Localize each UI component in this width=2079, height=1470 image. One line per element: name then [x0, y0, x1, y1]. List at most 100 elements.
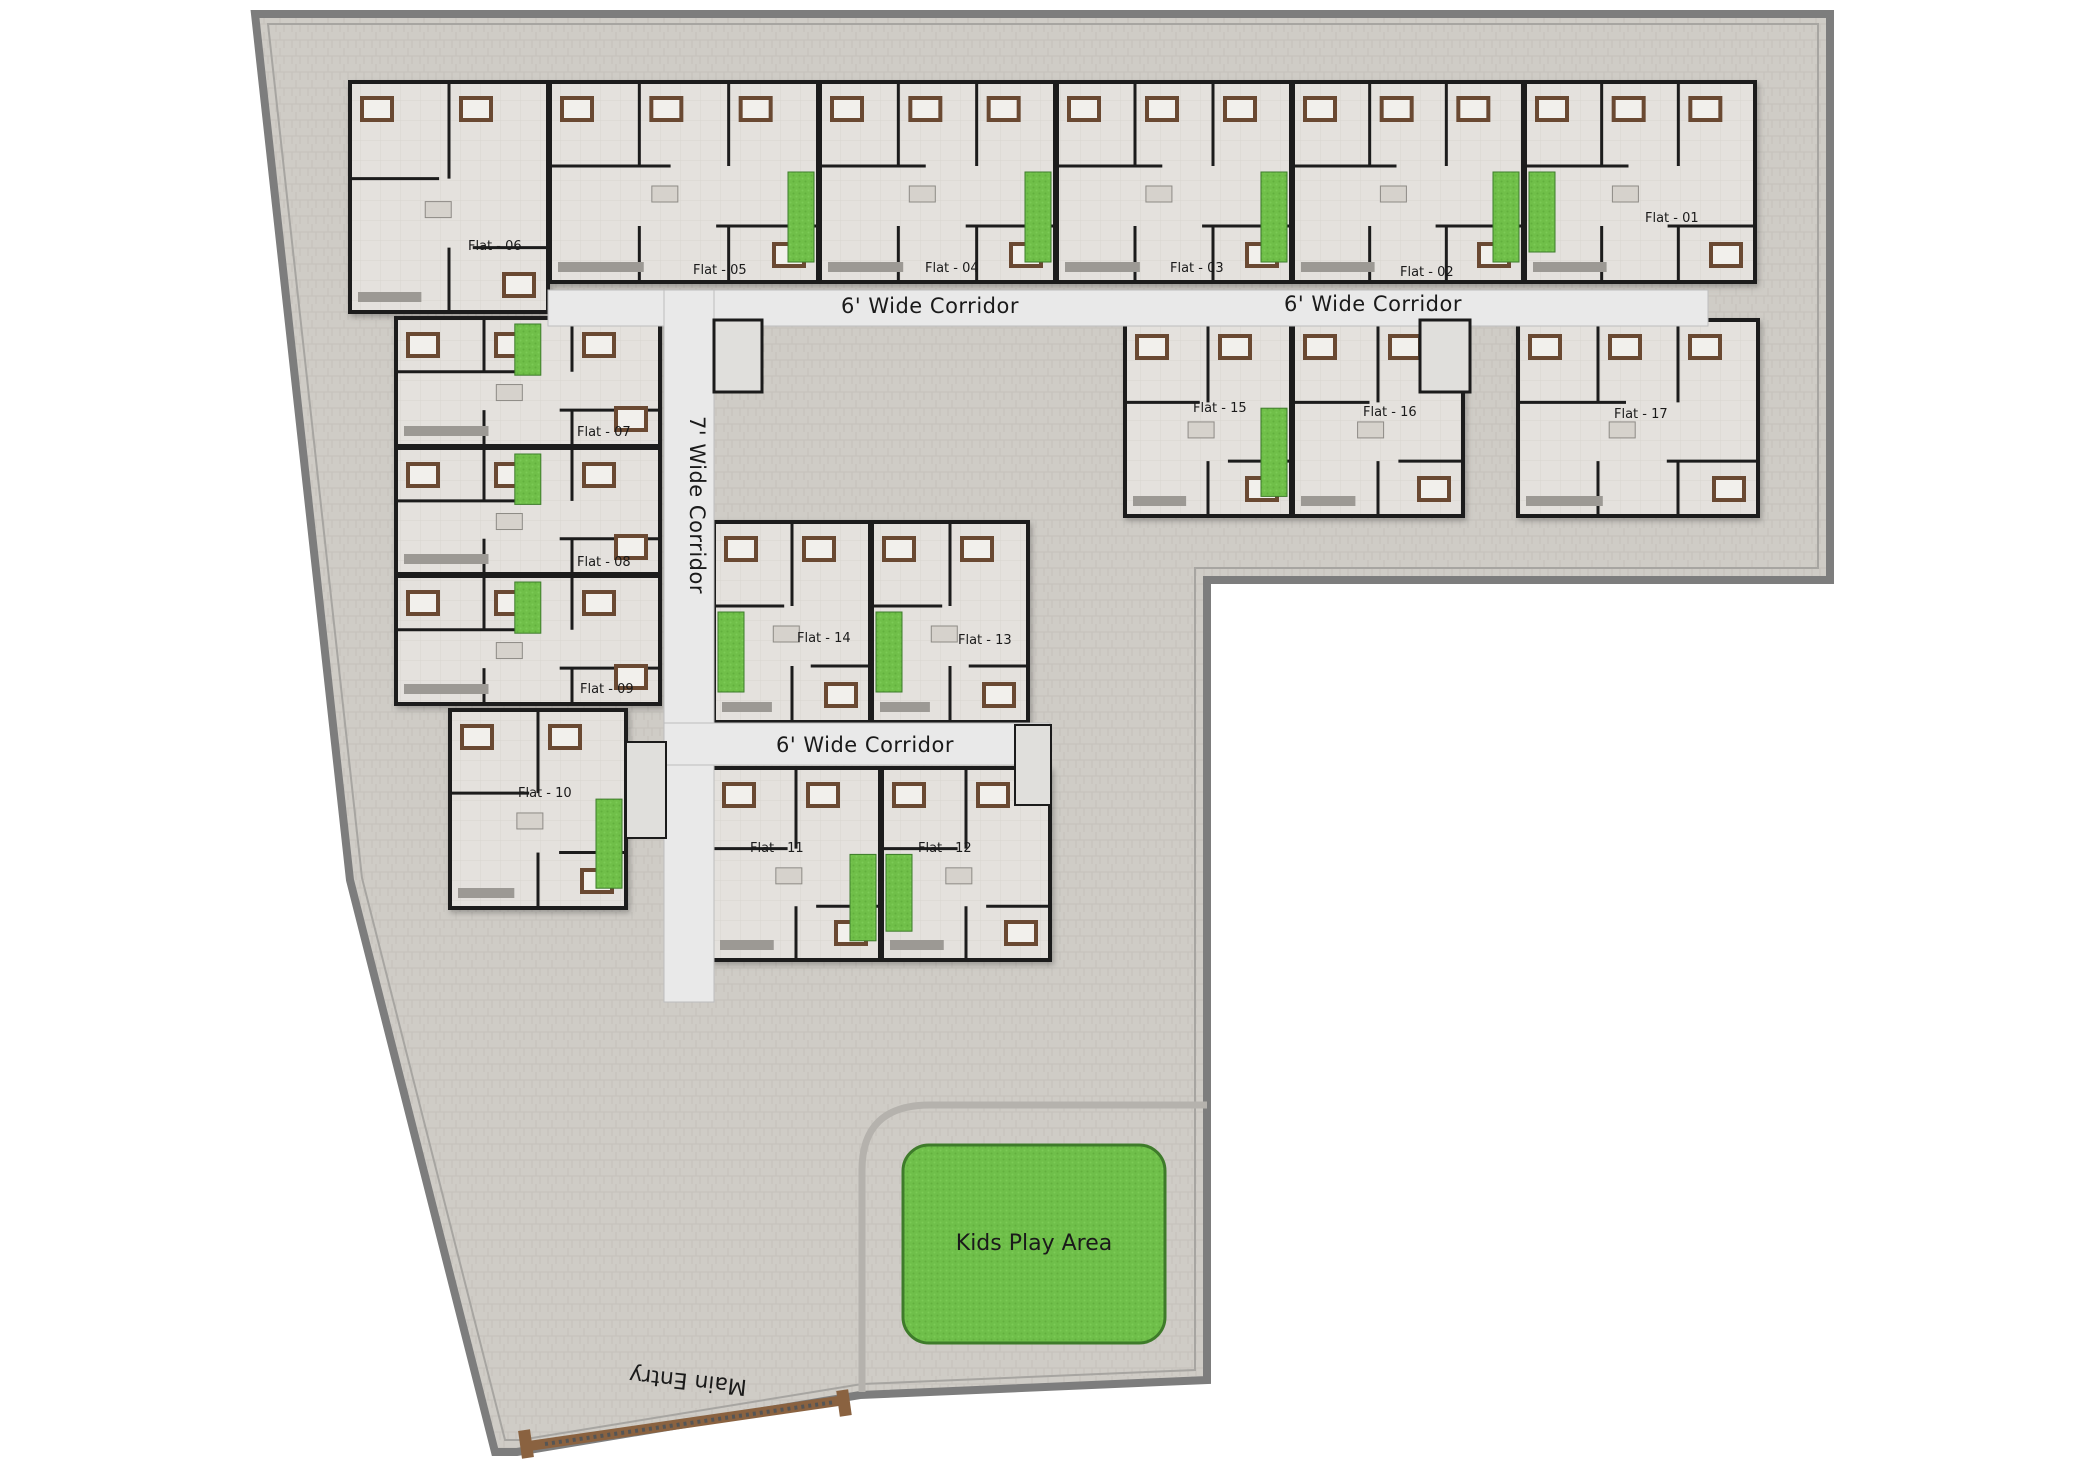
- flat-block-flat-09[interactable]: [394, 574, 662, 706]
- bed-linen: [586, 466, 612, 484]
- kitchen-counter: [404, 684, 489, 694]
- kitchen-counter: [880, 702, 930, 712]
- kitchen-counter: [558, 262, 644, 272]
- dining-table: [908, 185, 936, 203]
- flat-label-07[interactable]: Flat - 07: [577, 425, 631, 440]
- bed-linen: [896, 786, 922, 804]
- flat-label-10[interactable]: Flat - 10: [518, 786, 572, 801]
- flat-labels: Flat - 01 Flat - 02 Flat - 03 Flat - 04 …: [468, 211, 1699, 856]
- bed-linen: [653, 100, 680, 118]
- bed-linen: [828, 686, 854, 704]
- flat-label-12[interactable]: Flat - 12: [918, 841, 972, 856]
- flat-block-flat-05[interactable]: [548, 80, 820, 284]
- dining-table: [495, 384, 523, 402]
- kitchen-counter: [1065, 262, 1140, 272]
- bed-linen: [1008, 924, 1034, 942]
- garden-strip: [1528, 171, 1556, 253]
- flat-block-flat-04[interactable]: [818, 80, 1057, 284]
- flat-block-flat-10[interactable]: [448, 708, 628, 910]
- bed-linen: [886, 540, 912, 558]
- bed-linen: [964, 540, 990, 558]
- flat-block-flat-06[interactable]: [348, 80, 550, 314]
- kitchen-counter: [1526, 496, 1603, 506]
- bed-linen: [1615, 100, 1642, 118]
- bed-linen: [806, 540, 832, 558]
- kids-play-area-label: Kids Play Area: [956, 1231, 1112, 1256]
- bed-linen: [742, 100, 769, 118]
- flat-label-13[interactable]: Flat - 13: [958, 633, 1012, 648]
- corridor-label-middle: 6' Wide Corridor: [776, 733, 954, 757]
- flat-label-03[interactable]: Flat - 03: [1170, 261, 1224, 276]
- flat-label-05[interactable]: Flat - 05: [693, 263, 747, 278]
- flat-label-08[interactable]: Flat - 08: [577, 555, 631, 570]
- flat-label-14[interactable]: Flat - 14: [797, 631, 851, 646]
- garden-strip: [1260, 171, 1288, 263]
- flat-label-17[interactable]: Flat - 17: [1614, 407, 1668, 422]
- bed-linen: [986, 686, 1012, 704]
- bed-linen: [586, 336, 612, 354]
- bed-linen: [506, 276, 532, 294]
- bed-linen: [1383, 100, 1410, 118]
- flat-label-11[interactable]: Flat - 11: [750, 841, 804, 856]
- kitchen-counter: [1533, 262, 1607, 272]
- bed-linen: [1307, 338, 1333, 356]
- bed-linen: [618, 410, 644, 428]
- flat-block-flat-14[interactable]: [712, 520, 872, 724]
- flat-label-02[interactable]: Flat - 02: [1400, 265, 1454, 280]
- kitchen-counter: [890, 940, 944, 950]
- dining-table: [945, 867, 973, 885]
- kitchen-counter: [1301, 262, 1375, 272]
- garden-strip: [1260, 407, 1288, 497]
- bed-linen: [1532, 338, 1558, 356]
- flat-block-flat-13[interactable]: [870, 520, 1030, 724]
- dining-table: [651, 185, 679, 203]
- bed-linen: [618, 668, 644, 686]
- bed-linen: [364, 100, 390, 118]
- kitchen-counter: [828, 262, 904, 272]
- flat-block-flat-08[interactable]: [394, 446, 662, 576]
- flat-label-09[interactable]: Flat - 09: [580, 682, 634, 697]
- driveway-curb: [858, 1101, 1207, 1392]
- garden-strip: [514, 323, 542, 376]
- bed-linen: [1071, 100, 1097, 118]
- flat-block-flat-17[interactable]: [1516, 318, 1760, 518]
- dining-table: [1187, 421, 1215, 439]
- flat-block-flat-02[interactable]: [1291, 80, 1525, 284]
- bed-linen: [1227, 100, 1253, 118]
- garden-strip: [849, 853, 877, 942]
- garden-strip: [514, 581, 542, 634]
- bed-linen: [618, 538, 644, 556]
- kitchen-counter: [458, 888, 515, 898]
- dining-table: [930, 625, 958, 643]
- bed-linen: [1222, 338, 1248, 356]
- flat-label-15[interactable]: Flat - 15: [1193, 401, 1247, 416]
- flat-label-04[interactable]: Flat - 04: [925, 261, 979, 276]
- dining-table: [516, 812, 544, 830]
- flat-label-16[interactable]: Flat - 16: [1363, 405, 1417, 420]
- building-blocks: [348, 80, 1760, 962]
- corridor-labels: 6' Wide Corridor 6' Wide Corridor 7' Wid…: [685, 292, 1461, 757]
- flat-label-06[interactable]: Flat - 06: [468, 239, 522, 254]
- kitchen-counter: [404, 426, 489, 436]
- dining-table: [495, 513, 523, 531]
- garden-strip: [717, 611, 745, 693]
- garden-strip: [885, 853, 913, 932]
- garden-strip: [595, 798, 623, 889]
- flat-block-flat-03[interactable]: [1055, 80, 1293, 284]
- bed-linen: [410, 594, 436, 612]
- flat-block-flat-15[interactable]: [1123, 318, 1293, 518]
- garden-strip: [1024, 171, 1052, 263]
- dining-table: [1145, 185, 1173, 203]
- kids-play-area[interactable]: Kids Play Area: [901, 1143, 1167, 1345]
- dining-table: [424, 201, 452, 219]
- bed-linen: [1392, 338, 1418, 356]
- flat-block-flat-11[interactable]: [710, 766, 882, 962]
- bed-linen: [1421, 480, 1447, 498]
- bed-linen: [810, 786, 836, 804]
- flat-label-01[interactable]: Flat - 01: [1645, 211, 1699, 226]
- bed-linen: [1692, 100, 1719, 118]
- flat-block-flat-01[interactable]: [1523, 80, 1757, 284]
- garden-strip: [875, 611, 903, 693]
- bed-linen: [410, 466, 436, 484]
- flat-block-flat-07[interactable]: [394, 316, 662, 448]
